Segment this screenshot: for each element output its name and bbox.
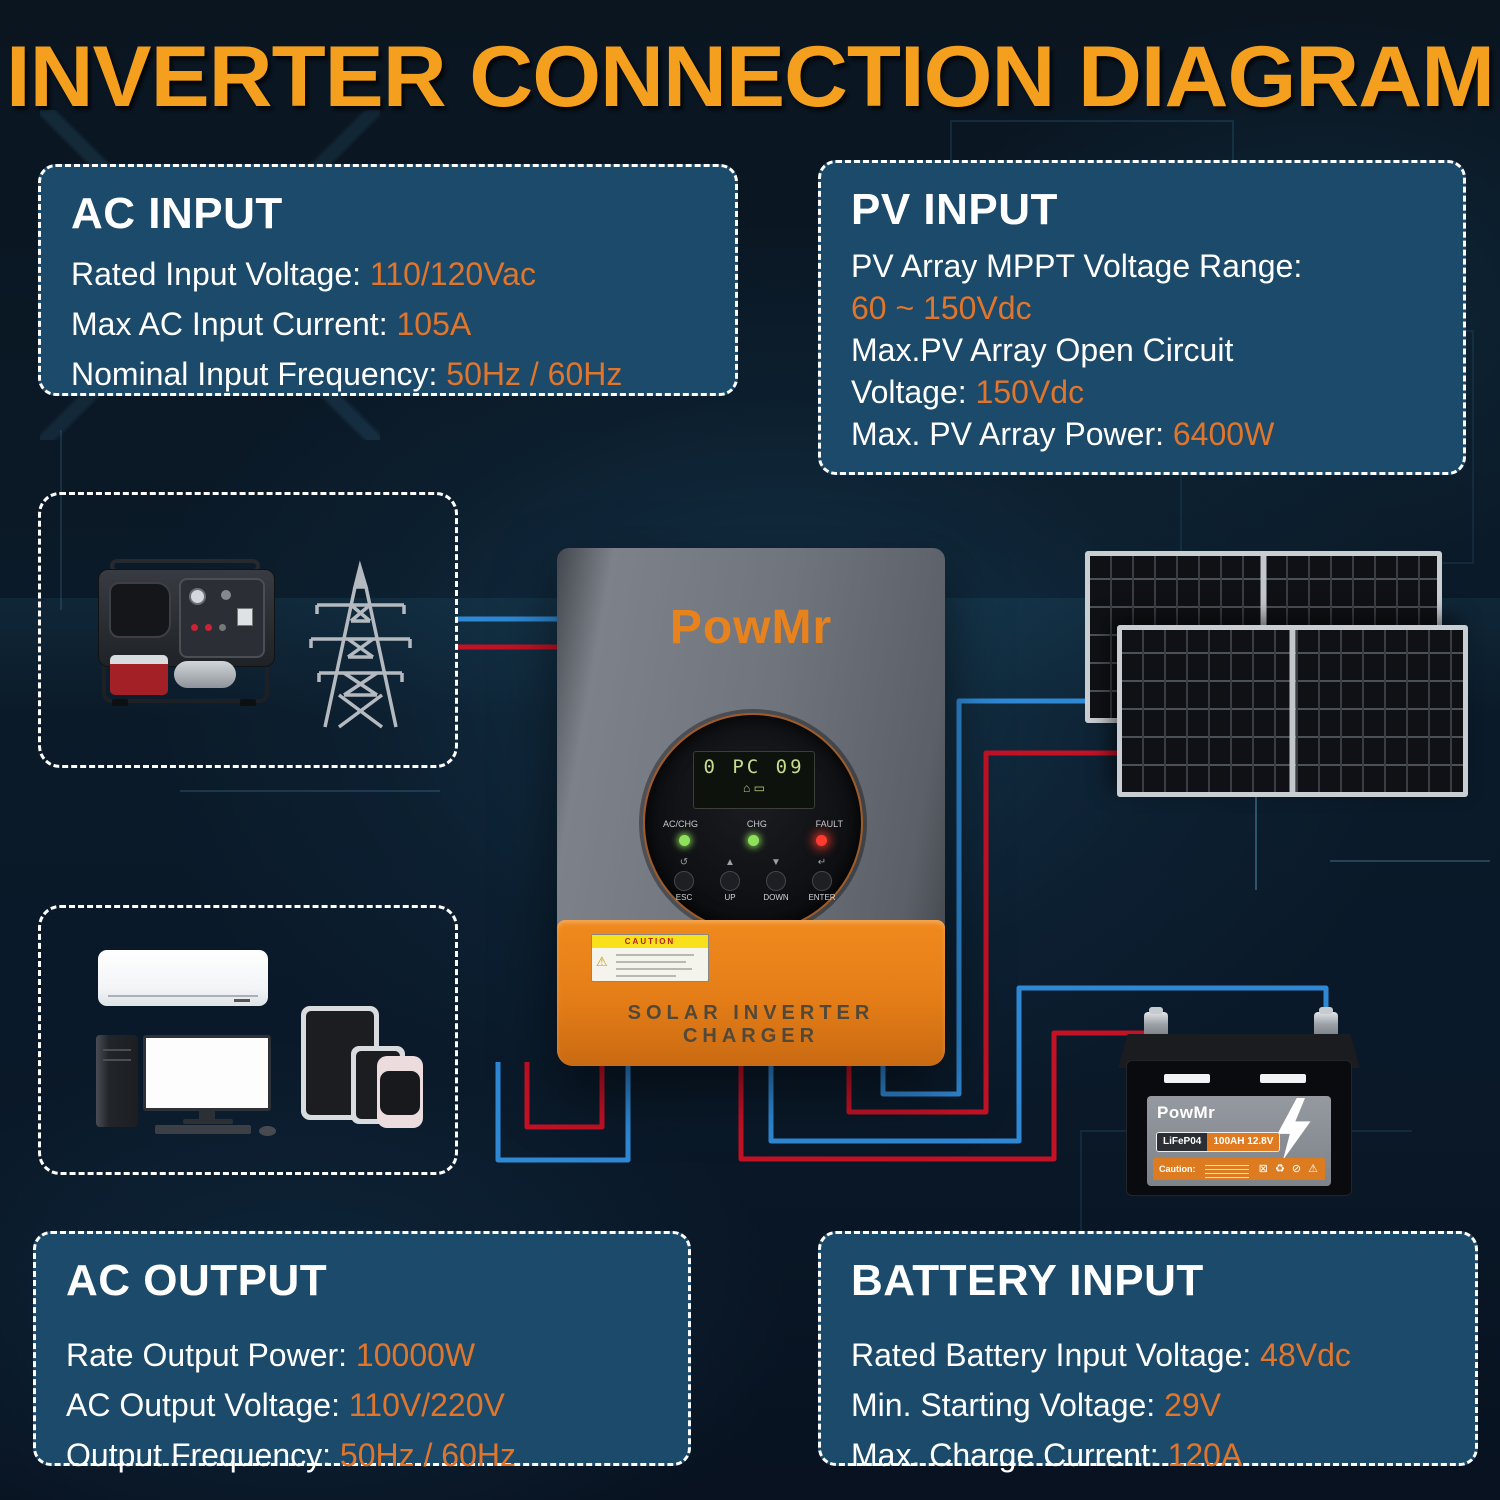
page-title: INVERTER CONNECTION DIAGRAM	[6, 29, 1495, 125]
battery-chemistry: LiFeP04	[1157, 1133, 1208, 1151]
battery-handle-slot	[1260, 1074, 1306, 1083]
inverter-buttons: ↺ ESC ▲ UP ▼ DOWN ↵ ENTER	[667, 857, 839, 902]
down-button[interactable]: ▼ DOWN	[759, 857, 793, 902]
circuit-decor	[180, 790, 440, 792]
battery: PowMr LiFeP04 100AH 12.8V Caution: ⊠ ♻ ⊘…	[1118, 1004, 1360, 1196]
pv-input-title: PV INPUT	[851, 185, 1058, 234]
spec-line: Max. PV Array Power: 6400W	[851, 416, 1275, 452]
monitor-stand	[199, 1111, 215, 1120]
ac-chg-led	[679, 835, 690, 846]
wire-ac-output-blue-loop	[495, 1062, 631, 1163]
generator-outlet	[221, 590, 231, 600]
spec-line: Max. Charge Current: 120A	[851, 1437, 1243, 1473]
generator-meter	[237, 608, 253, 626]
generator-switch	[205, 624, 212, 631]
status-leds	[679, 835, 827, 846]
generator-alternator	[174, 661, 236, 688]
generator-knob	[189, 588, 206, 605]
battery-label: PowMr LiFeP04 100AH 12.8V Caution: ⊠ ♻ ⊘…	[1147, 1096, 1331, 1186]
pc-tower-icon	[96, 1035, 138, 1127]
enter-button[interactable]: ↵ ENTER	[805, 857, 839, 902]
ac-input-spec-box: AC INPUT Rated Input Voltage: 110/120Vac…	[38, 164, 738, 396]
circuit-decor	[1330, 860, 1490, 862]
ac-input-title: AC INPUT	[71, 189, 283, 238]
generator-vent	[109, 582, 171, 638]
generator-illustration	[98, 559, 275, 709]
battery-spec-badge: LiFeP04 100AH 12.8V	[1156, 1132, 1281, 1152]
esc-button[interactable]: ↺ ESC	[667, 857, 701, 902]
monitor-base	[183, 1119, 233, 1124]
generator-body	[98, 569, 275, 667]
wire-ac-output-red-loop	[524, 1062, 605, 1130]
ac-output-title: AC OUTPUT	[66, 1256, 328, 1305]
chg-led	[747, 835, 759, 846]
battery-brand: PowMr	[1157, 1103, 1216, 1122]
solar-panel	[1117, 625, 1468, 797]
lcd-digits: 0 PC 09	[703, 756, 805, 778]
mouse-icon	[259, 1126, 276, 1136]
ac-loads-box	[38, 905, 458, 1175]
up-icon: ▲	[725, 857, 735, 868]
led-labels: AC/CHG CHG FAULT	[663, 819, 843, 829]
battery-input-title: BATTERY INPUT	[851, 1256, 1204, 1305]
pv-input-spec-box: PV INPUT PV Array MPPT Voltage Range: 60…	[818, 160, 1466, 475]
enter-icon: ↵	[817, 857, 827, 868]
lcd-status-icons: ⌂ ▭	[743, 781, 765, 795]
battery-caution-finetext	[1205, 1162, 1249, 1181]
spec-line: Voltage: 150Vdc	[851, 374, 1085, 410]
spec-line: Rated Input Voltage: 110/120Vac	[71, 256, 536, 292]
fault-led	[816, 835, 827, 846]
spec-line: PV Array MPPT Voltage Range:	[851, 248, 1303, 284]
generator-switch	[191, 624, 198, 631]
inverter-display-panel: 0 PC 09 ⌂ ▭ AC/CHG CHG FAULT ↺ ESC	[643, 713, 863, 933]
spec-line: Rate Output Power: 10000W	[66, 1337, 476, 1373]
battery-caution-word: Caution:	[1159, 1164, 1196, 1174]
up-button[interactable]: ▲ UP	[713, 857, 747, 902]
generator-switch	[219, 624, 226, 631]
battery-caution-symbols: ⊠ ♻ ⊘ ⚠	[1258, 1163, 1320, 1175]
inverter-tagline: SOLAR INVERTER CHARGER	[627, 1002, 875, 1047]
spec-line: Output Frequency: 50Hz / 60Hz	[66, 1437, 516, 1473]
smart-watch-icon	[377, 1056, 423, 1128]
generator-control-panel	[179, 578, 265, 658]
battery-caution-strip: Caution: ⊠ ♻ ⊘ ⚠	[1153, 1158, 1325, 1180]
led-label-ac-chg: AC/CHG	[663, 819, 699, 829]
generator-engine	[110, 655, 168, 695]
battery-handle-slot	[1164, 1074, 1210, 1083]
esc-icon: ↺	[679, 857, 689, 868]
generator-foot	[240, 699, 256, 706]
keyboard-icon	[155, 1125, 251, 1134]
battery-input-spec-box: BATTERY INPUT Rated Battery Input Voltag…	[818, 1231, 1478, 1473]
generator-foot	[112, 699, 128, 706]
lightning-bolt-icon	[1277, 1098, 1311, 1160]
spec-line: Min. Starting Voltage: 29V	[851, 1387, 1221, 1423]
spec-line: Max AC Input Current: 105A	[71, 306, 472, 342]
led-label-chg: CHG	[746, 819, 767, 829]
power-tower-icon	[309, 560, 412, 729]
warning-triangle-icon: ⚠	[596, 954, 608, 969]
led-label-fault: FAULT	[815, 819, 843, 829]
inverter-lcd-screen: 0 PC 09 ⌂ ▭	[693, 751, 815, 809]
caution-title: CAUTION	[592, 935, 708, 948]
ac-sources-box	[38, 492, 458, 768]
spec-line: Rated Battery Input Voltage: 48Vdc	[851, 1337, 1351, 1373]
caution-label: CAUTION ⚠	[591, 934, 709, 982]
spec-line: 60 ~ 150Vdc	[851, 290, 1032, 326]
battery-rating: 100AH 12.8V	[1207, 1133, 1280, 1151]
ac-output-spec-box: AC OUTPUT Rate Output Power: 10000W AC O…	[33, 1231, 691, 1473]
spec-line: Nominal Input Frequency: 50Hz / 60Hz	[71, 356, 623, 392]
inverter: PowMr 0 PC 09 ⌂ ▭ AC/CHG CHG FAULT ↺ ES	[557, 548, 945, 1066]
air-conditioner-icon	[98, 950, 268, 1006]
monitor-icon	[143, 1035, 271, 1111]
inverter-orange-band: CAUTION ⚠ SOLAR INVERTER CHARGER	[557, 920, 945, 1066]
down-icon: ▼	[771, 857, 781, 868]
spec-line: AC Output Voltage: 110V/220V	[66, 1387, 505, 1423]
inverter-brand-logo: PowMr	[669, 601, 833, 654]
spec-line: Max.PV Array Open Circuit	[851, 332, 1234, 368]
